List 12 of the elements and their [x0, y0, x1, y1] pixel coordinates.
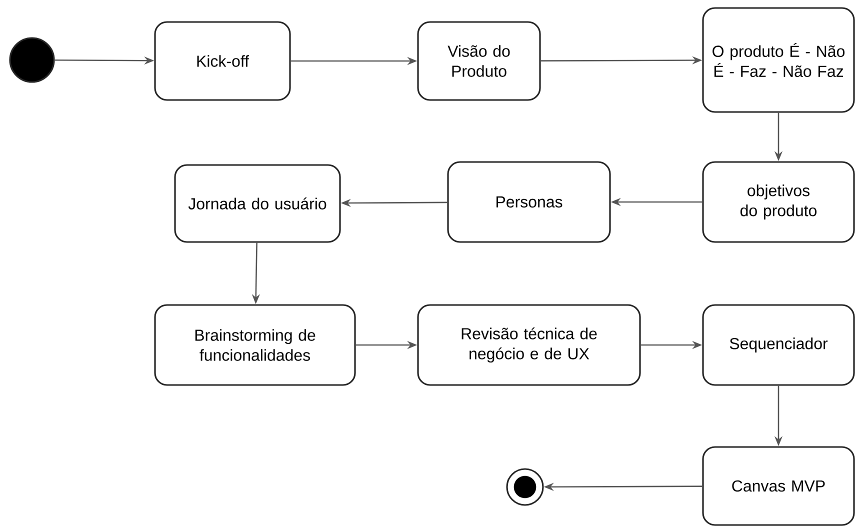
activity-box: Sequenciador: [702, 304, 855, 386]
activity-box: objetivos do produto: [702, 161, 855, 243]
activity-box: Personas: [447, 161, 611, 243]
activity-box: Brainstorming de funcionalidades: [154, 304, 356, 386]
activity-box: Jornada do usuário: [174, 164, 341, 243]
start-circle: [9, 37, 55, 83]
activity-box: Visão do Produto: [417, 21, 541, 101]
activity-box: O produto É - Não É - Faz - Não Faz: [702, 7, 855, 113]
activity-box: Revisão técnica de negócio e de UX: [417, 304, 641, 386]
activity-box: Canvas MVP: [702, 446, 855, 526]
activity-box: Kick-off: [154, 21, 291, 101]
end-circle: [506, 468, 544, 506]
